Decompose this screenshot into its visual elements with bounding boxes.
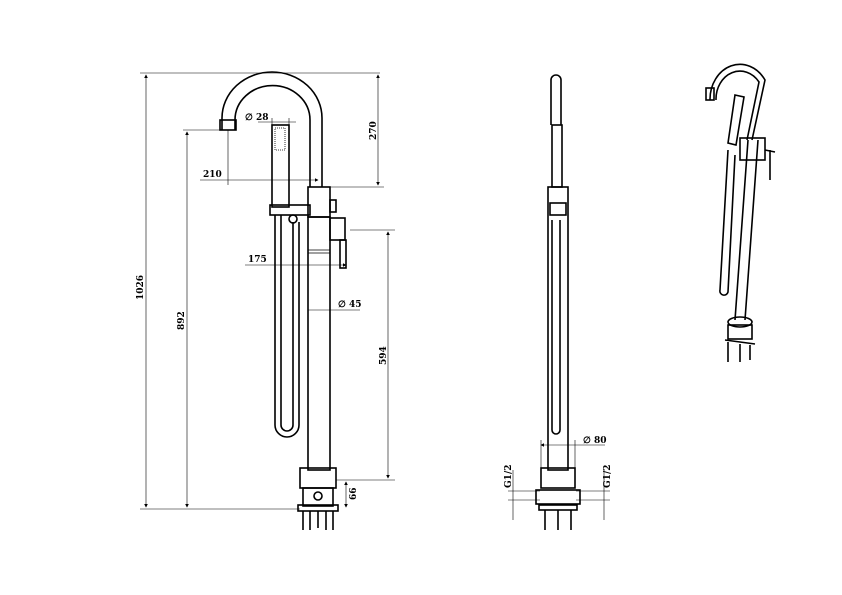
base-collar — [299, 467, 337, 489]
iso-aerator — [705, 87, 715, 101]
side-flange — [535, 489, 581, 505]
side-column — [547, 186, 569, 471]
spout-outer — [221, 71, 323, 187]
side-spout-neck — [551, 124, 563, 188]
dim-66: 66 — [349, 487, 359, 500]
dim-1026: 1026 — [136, 275, 146, 300]
base-flange — [302, 487, 334, 507]
iso-column — [734, 139, 759, 321]
dim-270: 270 — [369, 121, 379, 140]
inlet-legs — [302, 511, 334, 530]
base-screw — [313, 491, 323, 501]
side-collar — [540, 467, 576, 489]
iso-flange — [727, 324, 753, 340]
dim-base-dia: ∅ 80 — [583, 436, 607, 446]
iso-lever — [764, 149, 776, 180]
side-holder — [549, 202, 567, 216]
iso-collar — [727, 316, 753, 328]
column — [307, 216, 331, 471]
side-spout — [550, 74, 562, 125]
valve-body — [307, 186, 331, 218]
hand-shower — [271, 124, 290, 208]
side-hose — [551, 220, 561, 435]
mixer-lever — [339, 239, 347, 269]
mixer-handle-hub — [329, 217, 346, 241]
dim-175: 175 — [248, 255, 267, 265]
dim-inlet-right: G1/2 — [603, 465, 613, 489]
isometric-view — [705, 63, 776, 362]
hose-inner — [280, 215, 294, 432]
dim-892: 892 — [177, 311, 187, 330]
dim-column-dia: ∅ 45 — [338, 300, 362, 310]
iso-legs — [724, 339, 756, 362]
diverter-knob — [329, 199, 337, 213]
iso-body — [739, 137, 766, 161]
spout-inner — [234, 84, 311, 187]
hose-outer — [274, 215, 300, 438]
front-dimensions: 1026 892 270 210 ∅ 28 175 ∅ 45 594 66 — [136, 72, 395, 510]
iso-hose — [719, 149, 736, 296]
hose-nut — [288, 214, 298, 224]
dim-210: 210 — [203, 170, 222, 180]
shower-face — [274, 127, 286, 151]
iso-spout-inner — [715, 70, 760, 141]
dim-594: 594 — [379, 346, 389, 365]
side-view: ∅ 80 G1/2 G1/2 — [504, 74, 613, 530]
side-legs — [544, 510, 572, 530]
dim-inlet-left: G1/2 — [504, 465, 514, 489]
front-view — [219, 71, 347, 530]
side-plate — [538, 504, 578, 511]
iso-handshower — [727, 94, 745, 146]
shower-holder — [269, 204, 311, 216]
dim-handshower-dia: ∅ 28 — [245, 113, 269, 123]
iso-spout — [709, 63, 766, 141]
